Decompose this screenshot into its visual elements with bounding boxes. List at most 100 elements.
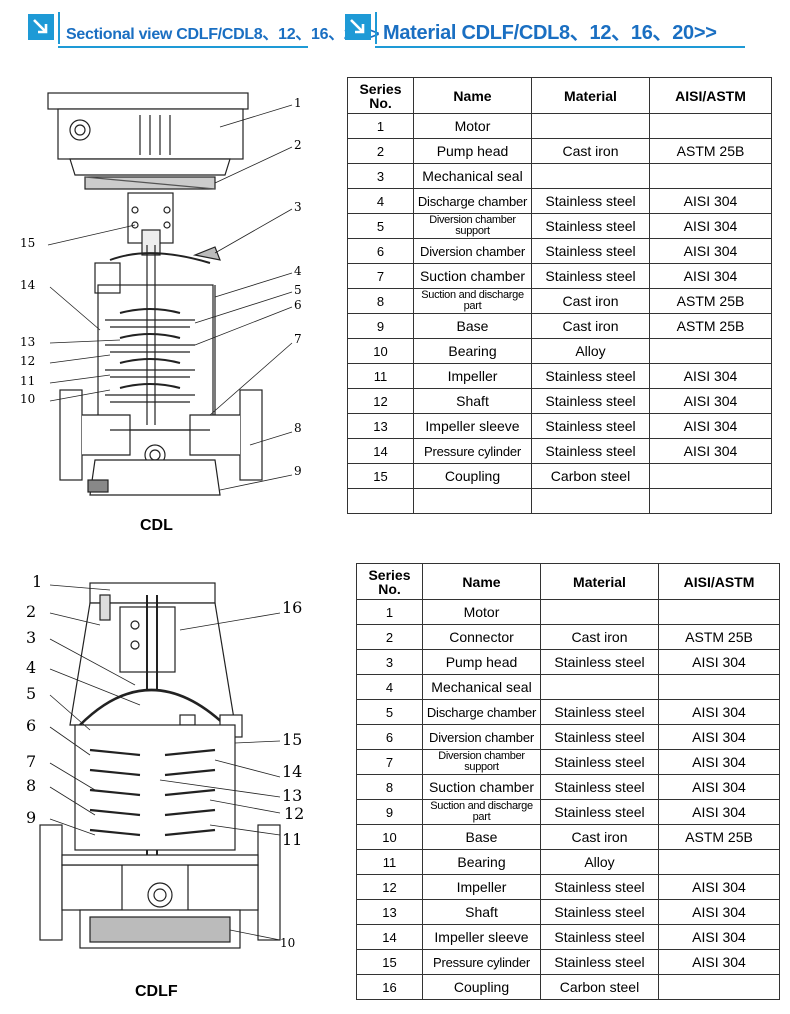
cell-material: Stainless steel — [540, 799, 659, 825]
cell-series-no: 3 — [347, 163, 414, 189]
callout-13: 13 — [20, 335, 35, 349]
callout-15: 15 — [282, 730, 302, 749]
cell-series-no: 8 — [347, 288, 414, 314]
cell-name: Bearing — [422, 849, 541, 875]
cell-name: Shaft — [413, 388, 532, 414]
callout-11: 11 — [20, 374, 35, 388]
cell-name: Coupling — [413, 463, 532, 489]
header-divider — [375, 12, 377, 44]
cell-name: Pump head — [422, 649, 541, 675]
cell-series-no: 4 — [356, 674, 423, 700]
cell-material: Stainless steel — [540, 699, 659, 725]
cell-material: Stainless steel — [531, 188, 650, 214]
cell-aisi-astm: AISI 304 — [649, 363, 772, 389]
cell-series-no: 6 — [356, 724, 423, 750]
cell-series-no: 1 — [347, 113, 414, 139]
cell-aisi-astm — [649, 463, 772, 489]
cell-name: Base — [422, 824, 541, 850]
cell-name: Suction and discharge part — [422, 799, 541, 825]
cell-series-no: 7 — [356, 749, 423, 775]
cell-aisi-astm: ASTM 25B — [658, 824, 780, 850]
cell-aisi-astm: AISI 304 — [658, 649, 780, 675]
cell-series-no: 9 — [356, 799, 423, 825]
cell-material — [531, 163, 650, 189]
cell-material: Stainless steel — [531, 438, 650, 464]
cell-material: Stainless steel — [531, 213, 650, 239]
cell-name: Diversion chamber support — [422, 749, 541, 775]
cell-material: Stainless steel — [540, 774, 659, 800]
cell-material: Alloy — [531, 338, 650, 364]
callout-13: 13 — [282, 786, 302, 805]
callout-7: 7 — [294, 332, 302, 346]
callout-2: 2 — [294, 138, 302, 152]
cell-name: Pressure cylinder — [413, 438, 532, 464]
cell-series-no: 2 — [356, 624, 423, 650]
cell-series-no: 11 — [347, 363, 414, 389]
cell-series-no: 10 — [356, 824, 423, 850]
cell-aisi-astm: ASTM 25B — [649, 138, 772, 164]
cell-aisi-astm: AISI 304 — [658, 774, 780, 800]
cell-material — [531, 488, 650, 514]
cell-name: Coupling — [422, 974, 541, 1000]
callout-14: 14 — [20, 278, 36, 292]
cell-series-no: 15 — [347, 463, 414, 489]
cell-aisi-astm — [649, 338, 772, 364]
cell-material: Stainless steel — [540, 899, 659, 925]
arrow-down-right-icon — [345, 14, 371, 40]
cell-series-no: 10 — [347, 338, 414, 364]
cdl-sectional-diagram: 1 2 3 4 5 6 7 8 9 10 11 12 13 14 15 — [20, 92, 302, 496]
cell-aisi-astm: AISI 304 — [658, 699, 780, 725]
cell-material: Cast iron — [540, 824, 659, 850]
cell-material: Stainless steel — [540, 949, 659, 975]
cell-series-no: 14 — [347, 438, 414, 464]
cell-series-no: 14 — [356, 924, 423, 950]
cell-series-no — [347, 488, 414, 514]
header-divider — [58, 12, 60, 44]
cell-series-no: 1 — [356, 599, 423, 625]
callout-10: 10 — [20, 392, 35, 406]
cell-series-no: 12 — [356, 874, 423, 900]
cell-aisi-astm: AISI 304 — [649, 263, 772, 289]
cell-material: Stainless steel — [531, 413, 650, 439]
header-series-no: Series No. — [356, 563, 423, 600]
cell-aisi-astm: AISI 304 — [658, 749, 780, 775]
cell-series-no: 6 — [347, 238, 414, 264]
cell-aisi-astm: AISI 304 — [649, 413, 772, 439]
cell-aisi-astm: AISI 304 — [658, 949, 780, 975]
callout-5: 5 — [294, 283, 302, 297]
cell-material: Cast iron — [531, 138, 650, 164]
cell-aisi-astm: ASTM 25B — [658, 624, 780, 650]
cell-material: Stainless steel — [540, 874, 659, 900]
cdl-caption: CDL — [140, 517, 173, 534]
header-name: Name — [413, 77, 532, 114]
cell-name: Bearing — [413, 338, 532, 364]
callout-8: 8 — [26, 776, 36, 795]
cell-aisi-astm: AISI 304 — [658, 724, 780, 750]
cell-series-no: 7 — [347, 263, 414, 289]
table-header-row: Series No. Name Material AISI/ASTM — [356, 563, 780, 600]
sectional-view-header: Sectional view CDLF/CDL8、12、16、20>> — [28, 8, 379, 48]
cell-name: Discharge chamber — [422, 699, 541, 725]
cell-name: Mechanical seal — [422, 674, 541, 700]
cdlf-sectional-diagram: 1 2 3 4 5 6 7 8 9 10 11 12 13 14 15 16 — [26, 572, 304, 950]
cell-name: Suction chamber — [422, 774, 541, 800]
cell-material: Cast iron — [531, 313, 650, 339]
cell-series-no: 16 — [356, 974, 423, 1000]
callout-6: 6 — [294, 298, 302, 312]
callout-8: 8 — [294, 421, 302, 435]
